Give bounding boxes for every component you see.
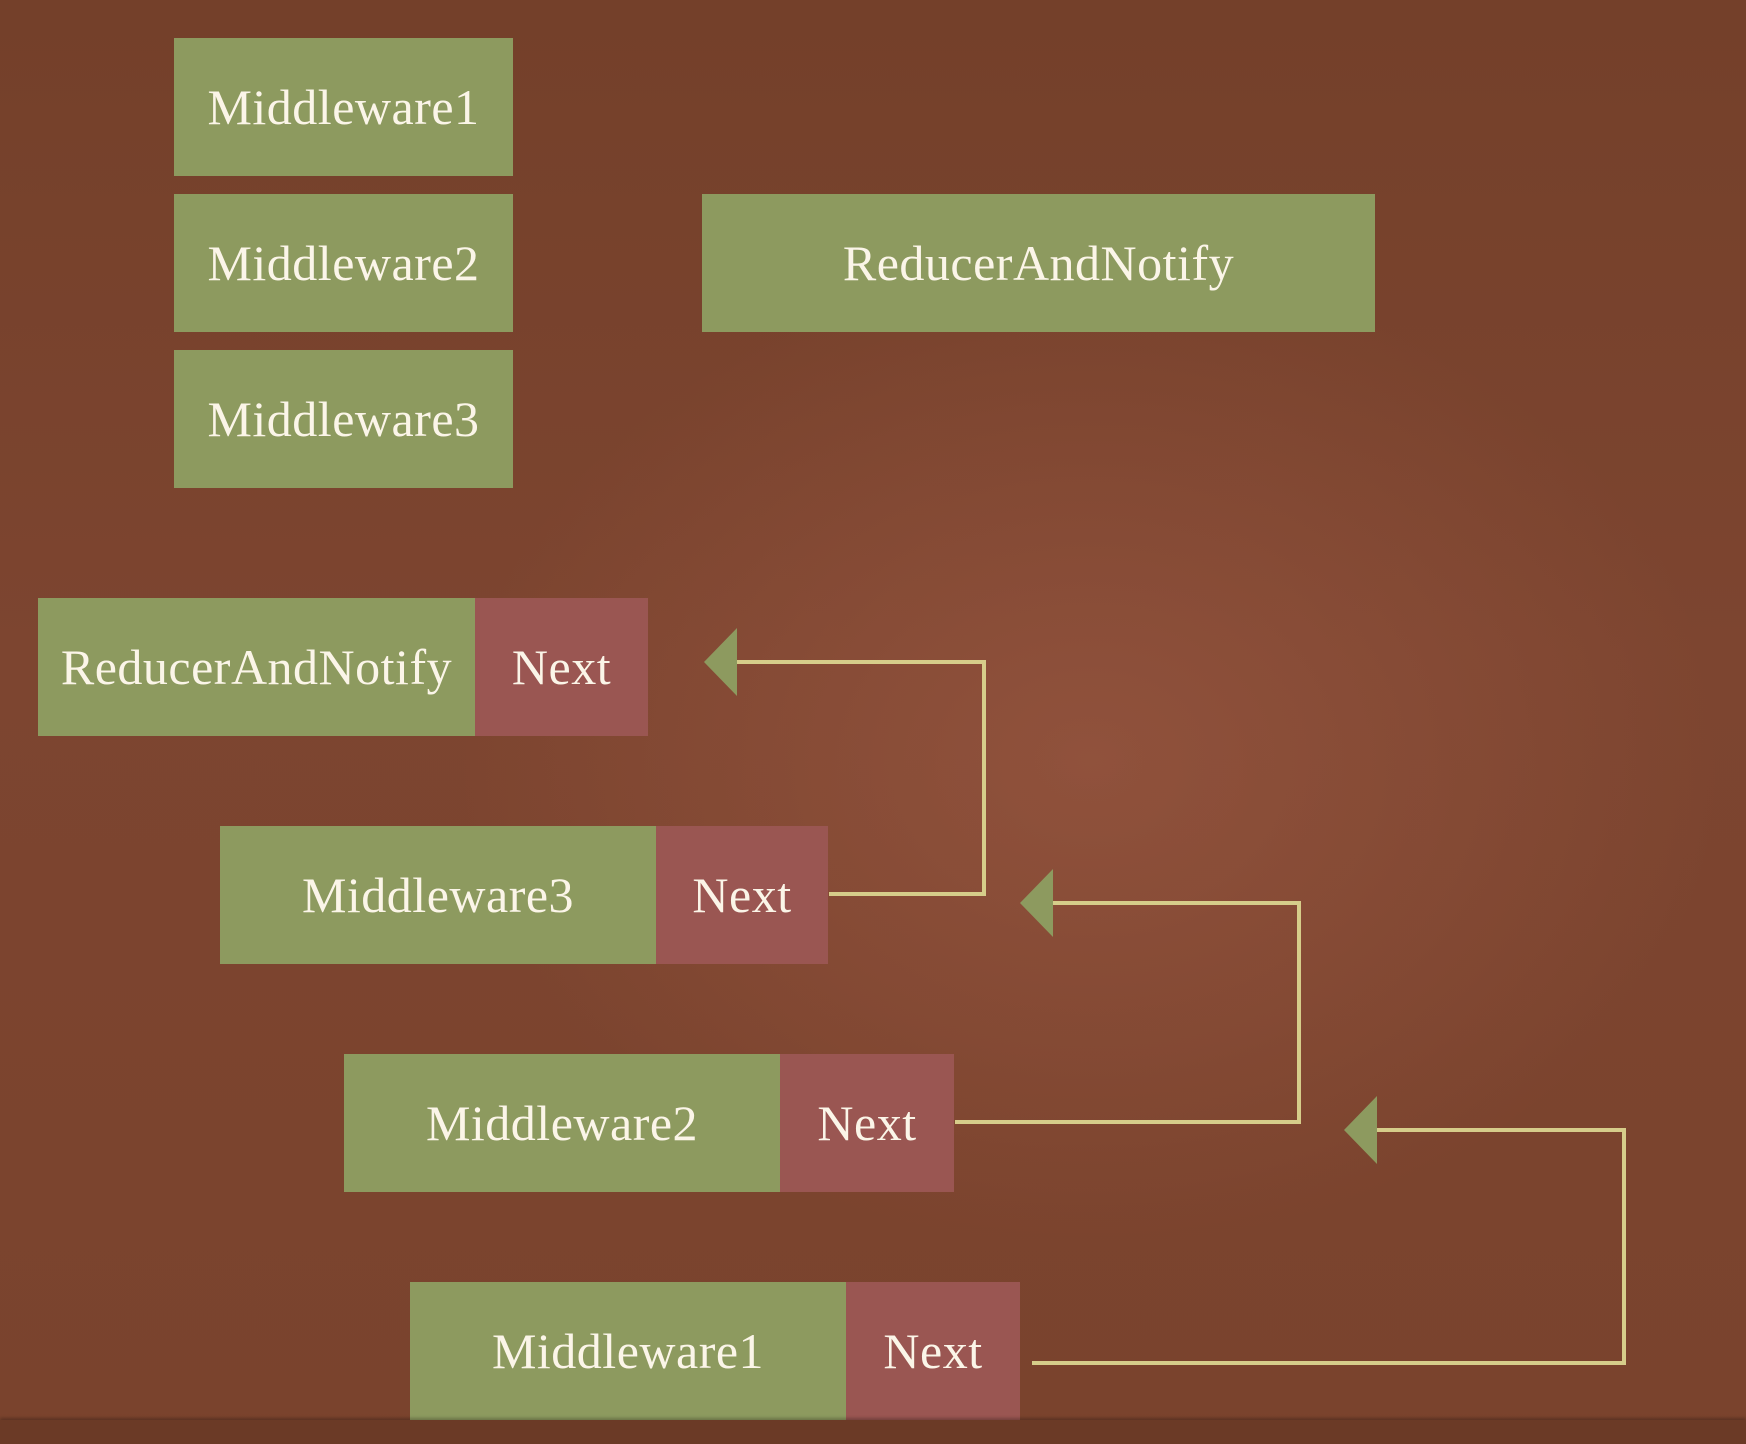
- chain-reducer-next-box: Next: [475, 598, 648, 736]
- bottom-edge: [0, 1420, 1746, 1444]
- chain-middleware1-box: Middleware1: [410, 1282, 846, 1420]
- chain-middleware2-box: Middleware2: [344, 1054, 780, 1192]
- connector-line-middleware3-to-reducer: [735, 660, 986, 896]
- connector-line-middleware2-to-middleware3: [955, 901, 1301, 1124]
- chain-reducer-box: ReducerAndNotify: [38, 598, 475, 736]
- middleware1-box: Middleware1: [174, 38, 513, 176]
- middleware2-box: Middleware2: [174, 194, 513, 332]
- chain-middleware2-next-box: Next: [780, 1054, 954, 1192]
- middleware3-box: Middleware3: [174, 350, 513, 488]
- arrowhead-to-reducer: [704, 628, 737, 696]
- chain-middleware1-next-box: Next: [846, 1282, 1020, 1420]
- chain-middleware3-box: Middleware3: [220, 826, 656, 964]
- chain-middleware3-next-box: Next: [656, 826, 828, 964]
- arrowhead-to-middleware2: [1344, 1096, 1377, 1164]
- reducer-and-notify-box: ReducerAndNotify: [702, 194, 1375, 332]
- arrowhead-to-middleware3: [1020, 869, 1053, 937]
- connector-line-middleware1-to-middleware2: [1032, 1128, 1626, 1365]
